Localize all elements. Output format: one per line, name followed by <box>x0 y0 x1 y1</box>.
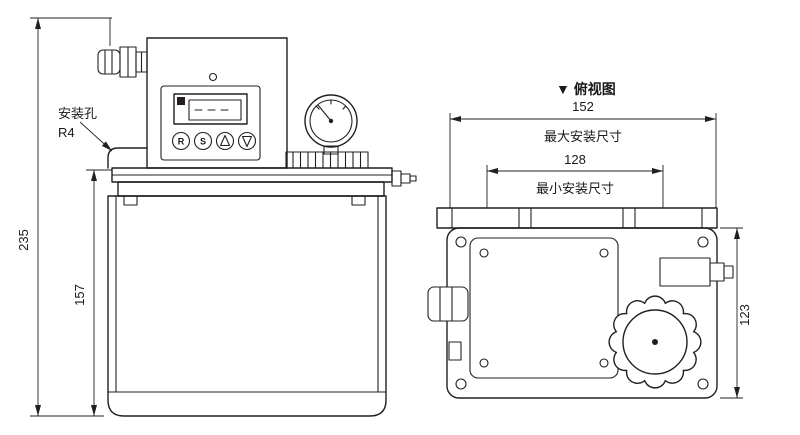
screw-hole <box>455 236 467 248</box>
screw-hole <box>599 358 609 368</box>
top-view-title: ▼ 俯视图 <box>556 81 616 97</box>
screw-hole <box>599 248 609 258</box>
mounting-ear <box>107 147 148 169</box>
dim-128-label: 128 <box>564 152 586 167</box>
left-port <box>448 341 462 361</box>
screw-hole <box>455 378 467 390</box>
button-down <box>237 131 257 151</box>
display-window <box>188 99 242 121</box>
button-s-label: S <box>200 137 206 147</box>
dim-123-label: 123 <box>737 304 752 326</box>
flange-bolt-right <box>351 195 366 206</box>
button-s <box>193 131 213 151</box>
max-install-label: 最大安装尺寸 <box>544 129 622 144</box>
control-panel: R S <box>160 85 261 161</box>
screw-hole <box>697 236 709 248</box>
inner-plate <box>469 237 619 379</box>
head-screw <box>208 72 218 82</box>
dimension-max-width: 152 最大安装尺寸 <box>449 99 717 208</box>
oil-tank <box>107 195 387 417</box>
down-arrow-icon <box>241 135 253 148</box>
front-view: 235 157 安装孔 R4 <box>16 17 417 417</box>
dim-152-label: 152 <box>572 99 594 114</box>
flange-bolt-left <box>123 195 138 206</box>
outlet-fitting <box>391 170 417 187</box>
top-view-flange <box>436 207 718 229</box>
display-indicator <box>177 97 185 105</box>
top-view: ▼ 俯视图 152 最大安装尺寸 128 最小安装尺寸 <box>427 81 752 399</box>
screw-hole <box>697 378 709 390</box>
screw-hole <box>479 358 489 368</box>
mounting-hole-callout: 安装孔 R4 <box>58 106 113 152</box>
pressure-gauge <box>304 94 358 155</box>
gauge-needle <box>317 104 332 122</box>
cable-gland <box>97 46 148 78</box>
screw-hole <box>479 248 489 258</box>
button-r <box>171 131 191 151</box>
min-install-label: 最小安装尺寸 <box>536 181 614 196</box>
display <box>173 93 248 125</box>
leader-line <box>79 121 113 152</box>
dimension-tank-height: 157 <box>72 169 112 416</box>
dim-157-label: 157 <box>72 284 87 306</box>
button-r-label: R <box>178 137 185 147</box>
filler-cap-knob <box>608 295 702 389</box>
up-arrow-icon <box>219 134 231 147</box>
dim-235-label: 235 <box>16 229 31 251</box>
pump-head <box>146 37 288 169</box>
mounting-hole-label: 安装孔 <box>58 106 97 121</box>
dimension-total-height: 235 <box>16 17 112 417</box>
left-connector <box>427 286 469 361</box>
radius-r4-label: R4 <box>58 125 75 140</box>
dimension-min-width: 128 最小安装尺寸 <box>486 152 664 208</box>
mounting-flange <box>111 167 393 206</box>
button-up <box>215 131 235 151</box>
side-fitting <box>659 257 734 287</box>
dimension-depth: 123 <box>720 227 752 399</box>
